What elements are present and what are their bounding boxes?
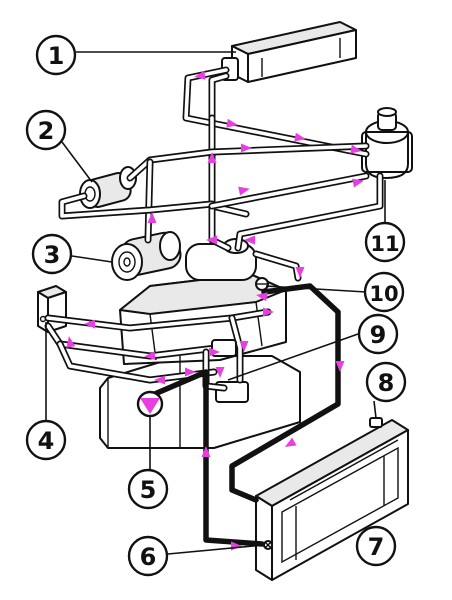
auxiliary-pump [79,166,137,209]
temperature-sender [37,285,67,333]
callout-3-number: 3 [44,241,61,269]
heater-core [221,21,357,83]
flow-arrow [207,152,217,163]
flow-arrow [335,361,345,372]
callout-7: 7 [355,525,397,567]
callout-7-number: 7 [368,533,385,561]
flow-arrow [144,351,156,361]
flow-arrow [239,341,249,352]
flow-arrow [238,186,250,196]
callout-2-number: 2 [38,117,55,145]
flow-arrow [226,118,238,128]
flow-arrow [284,437,297,447]
flow-arrow [215,367,225,378]
callout-9: 9 [357,313,399,355]
flow-arrow [206,235,217,245]
flow-arrow [154,375,165,385]
callout-1: 1 [35,34,77,76]
flow-arrow [241,143,252,153]
flow-arrow [350,144,362,154]
callout-10: 10 [363,271,405,313]
flow-arrow [147,212,157,223]
callout-10-number: 10 [369,282,398,306]
flow-arrow [294,132,306,142]
callout-1-number: 1 [48,42,65,70]
flow-arrow [84,319,95,329]
callout-5-number: 5 [140,476,157,504]
expansion-tank [361,107,413,179]
callout-6: 6 [127,535,169,577]
flow-arrow [352,178,364,188]
flow-arrow [244,235,255,245]
radiator [255,419,409,581]
callout-6-number: 6 [140,543,157,571]
flow-arrow [201,446,211,457]
callout-8: 8 [365,361,407,403]
flow-arrow [194,70,206,80]
callout-5: 5 [127,468,169,510]
callout-11-number: 11 [370,232,399,256]
callout-4-number: 4 [38,427,55,455]
callout-3: 3 [31,233,73,275]
flow-arrow [209,347,220,357]
bleed-screw [255,277,269,291]
coolant-pump-symbol [136,390,164,418]
flow-arrow [256,292,268,302]
radiator-cap [369,417,383,428]
callout-9-number: 9 [370,321,387,349]
callout-11: 11 [364,221,406,263]
flow-arrow [66,336,76,348]
callout-2: 2 [25,109,67,151]
flow-arrows [66,70,364,551]
flow-arrow [263,307,274,317]
leader-lines [45,51,386,555]
callout-8-number: 8 [378,369,395,397]
flow-arrow [295,267,305,278]
flow-arrow [185,367,196,377]
callout-4: 4 [25,419,67,461]
